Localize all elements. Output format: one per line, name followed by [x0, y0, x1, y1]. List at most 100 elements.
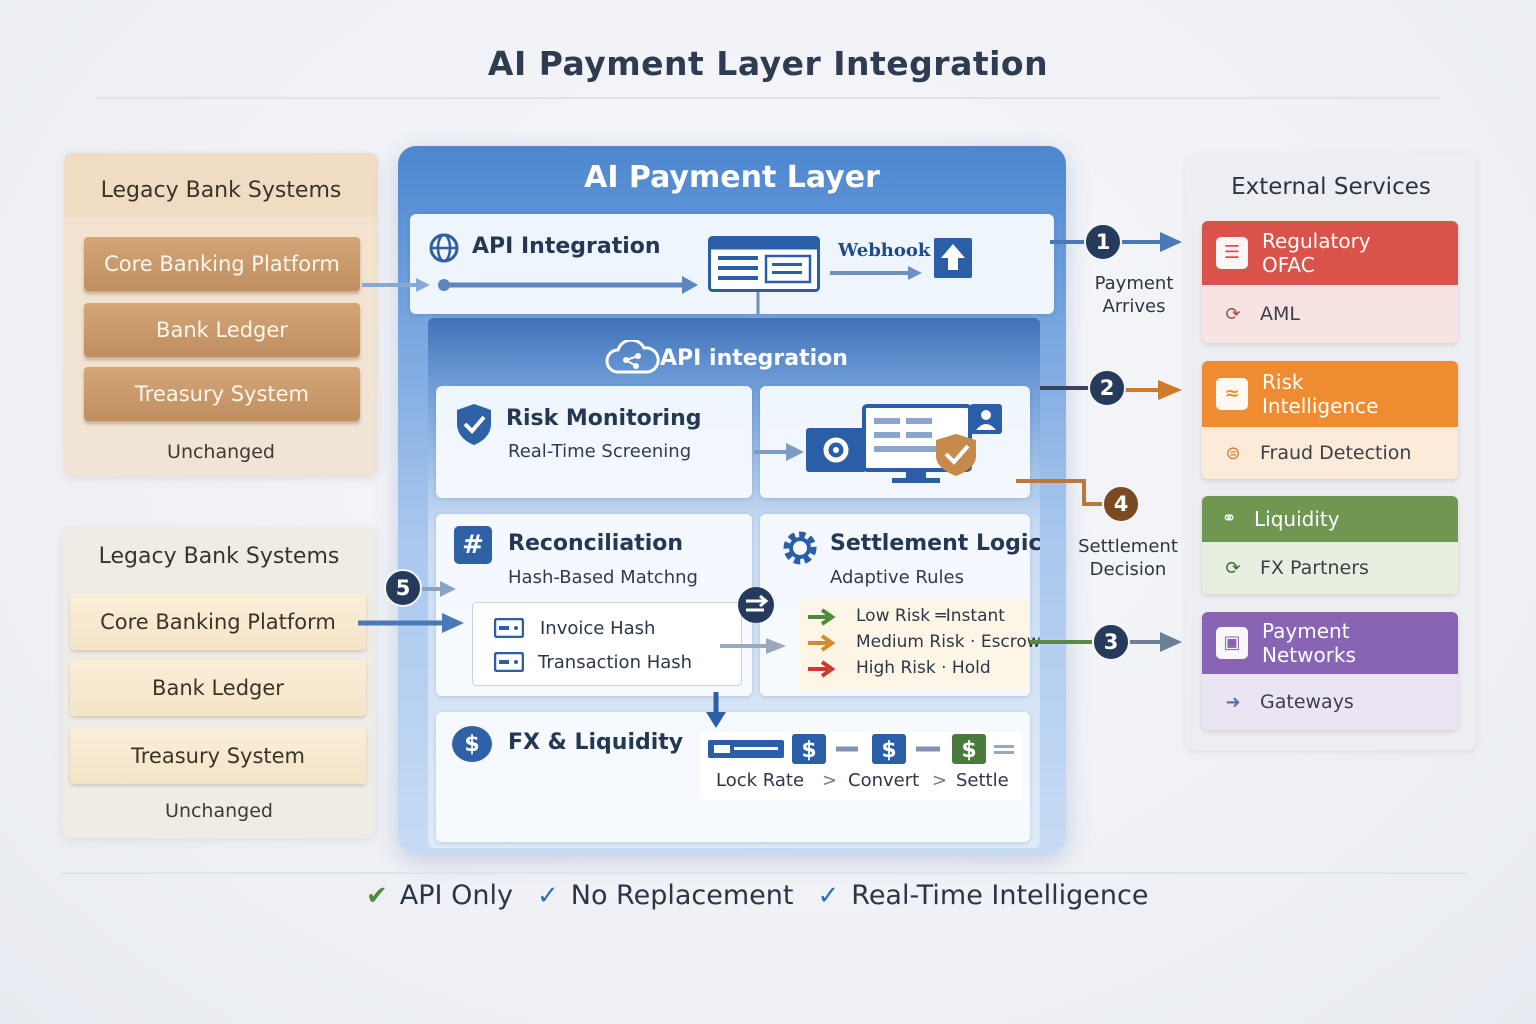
legacy-top-title: Legacy Bank Systems: [64, 153, 378, 217]
fx-step-sep-1: >: [822, 770, 838, 791]
step-badge-1: 1: [1084, 223, 1122, 261]
title-divider: [96, 97, 1440, 99]
arrow-recon-to-fx: [706, 692, 726, 728]
check-icon: ✔: [366, 880, 388, 911]
service-liquidity-sub: ⟳ FX Partners: [1202, 542, 1458, 594]
reconciliation-title: Reconciliation: [508, 531, 684, 556]
hash-list-box: [472, 602, 742, 686]
step-badge-2: 2: [1088, 369, 1126, 407]
feature-api-only: ✔ API Only: [366, 880, 513, 911]
risk-monitoring-title: Risk Monitoring: [506, 406, 702, 431]
inner-panel-title: API integration: [660, 346, 848, 371]
service-risk-intelligence[interactable]: ≈ Risk Intelligence ⊜ Fraud Detection: [1202, 361, 1458, 479]
service-risk-sub-label: Fraud Detection: [1260, 442, 1412, 464]
feature-no-replacement: ✓ No Replacement: [537, 880, 794, 911]
arrow-api-to-dashboard: [438, 276, 698, 294]
fraud-icon: ⊜: [1225, 442, 1241, 464]
reconciliation-subtitle: Hash-Based Matchng: [508, 567, 698, 588]
service-regulatory[interactable]: ☰ Regulatory OFAC ⟳ AML: [1202, 221, 1458, 343]
svg-text:$: $: [961, 738, 976, 763]
handshake-icon: ⚭: [1221, 508, 1237, 530]
ai-layer-title: AI Payment Layer: [584, 160, 880, 195]
arrow-step-5: [422, 581, 456, 597]
hash-icon: #: [454, 526, 492, 564]
legacy-top-treasury[interactable]: Treasury System: [84, 367, 360, 421]
high-risk-arrow-icon: [808, 660, 842, 682]
api-integration-title: API Integration: [472, 234, 661, 259]
legacy-bottom-core-banking[interactable]: Core Banking Platform: [70, 594, 366, 650]
external-services-title: External Services: [1231, 174, 1431, 200]
medium-risk-rule: Medium Risk · Escrow: [856, 632, 1041, 652]
arrow-risk-to-monitor: [754, 443, 804, 461]
fx-step-convert: Convert: [848, 770, 920, 791]
svg-text:$: $: [801, 738, 816, 763]
medium-risk-arrow-icon: [808, 634, 842, 656]
legacy-bottom-treasury[interactable]: Treasury System: [70, 728, 366, 784]
footer-divider: [62, 872, 1466, 874]
service-regulatory-label: Regulatory OFAC: [1262, 229, 1371, 277]
legacy-top-bank-ledger[interactable]: Bank Ledger: [84, 303, 360, 357]
service-regulatory-sub: ⟳ AML: [1202, 285, 1458, 343]
rules-box: [800, 600, 1030, 690]
monitor-gear-icon: [806, 404, 1006, 492]
risk-monitoring-card[interactable]: [436, 386, 752, 498]
check-icon: ✓: [536, 880, 559, 911]
legacy-panel-bottom: Legacy Bank Systems Core Banking Platfor…: [62, 528, 376, 838]
step-badge-3: 3: [1092, 623, 1130, 661]
service-risk-header: ≈ Risk Intelligence: [1202, 361, 1458, 427]
currency-exchange-icon: $: [452, 726, 492, 762]
service-liquidity-header: ⚭ Liquidity: [1202, 496, 1458, 542]
legacy-top-core-banking[interactable]: Core Banking Platform: [84, 237, 360, 291]
service-payment-networks[interactable]: ▣ Payment Networks ➜ Gateways: [1202, 612, 1458, 730]
feature-no-replacement-label: No Replacement: [570, 880, 794, 911]
service-regulatory-header: ☰ Regulatory OFAC: [1202, 221, 1458, 285]
service-payment-sub: ➜ Gateways: [1202, 674, 1458, 730]
fx-liquidity-title: FX & Liquidity: [508, 730, 684, 755]
service-risk-sub: ⊜ Fraud Detection: [1202, 427, 1458, 479]
gateway-icon: ➜: [1225, 691, 1241, 713]
svg-text:$: $: [881, 738, 896, 763]
exchange-icon: ⟳: [1225, 557, 1241, 579]
fx-step-lock-rate: Lock Rate: [716, 770, 805, 791]
legacy-top-status: Unchanged: [167, 441, 275, 463]
service-risk-label: Risk Intelligence: [1262, 370, 1379, 418]
arrow-step-4: [1016, 479, 1102, 506]
fx-flow-icons: $ $ $: [708, 734, 1020, 768]
legacy-panel-top: Legacy Bank Systems Core Banking Platfor…: [64, 153, 378, 477]
low-risk-rule: Low Risk ═Instant: [856, 606, 1005, 626]
document-icon: ☰: [1216, 237, 1248, 269]
globe-icon: [426, 232, 466, 268]
step-4-label: Settlement Decision: [1078, 536, 1178, 581]
arrow-step-1: [1050, 232, 1182, 252]
arrow-step-2: [1040, 380, 1182, 400]
footer-features: ✔ API Only ✓ No Replacement ✓ Real-Time …: [366, 880, 1149, 911]
sync-badge: [738, 587, 774, 623]
settlement-logic-subtitle: Adaptive Rules: [830, 567, 964, 588]
service-liquidity[interactable]: ⚭ Liquidity ⟳ FX Partners: [1202, 496, 1458, 594]
shield-check-icon: [454, 402, 494, 450]
risk-monitoring-subtitle: Real-Time Screening: [508, 441, 692, 462]
feature-real-time: ✓ Real-Time Intelligence: [817, 880, 1148, 911]
legacy-bottom-status: Unchanged: [165, 800, 273, 822]
feature-api-only-label: API Only: [399, 880, 513, 911]
feature-real-time-label: Real-Time Intelligence: [851, 880, 1149, 911]
network-icon: ▣: [1216, 627, 1248, 659]
arrow-legacy-top-to-api: [362, 278, 430, 292]
settlement-logic-title: Settlement Logic: [830, 531, 1042, 556]
service-liquidity-label: Liquidity: [1254, 507, 1340, 531]
invoice-hash-icon: [493, 617, 525, 642]
cloud-network-icon: [604, 338, 660, 382]
arrow-step-3: [1030, 632, 1182, 652]
service-payment-label: Payment Networks: [1262, 619, 1356, 667]
fx-step-settle: Settle: [956, 770, 1009, 791]
page-title: AI Payment Layer Integration: [487, 44, 1049, 83]
step-badge-5: 5: [384, 569, 422, 607]
gear-icon: [780, 528, 820, 572]
service-payment-sub-label: Gateways: [1260, 691, 1354, 713]
webhook-label: Webhook: [838, 240, 931, 261]
legacy-bottom-bank-ledger[interactable]: Bank Ledger: [70, 660, 366, 716]
service-liquidity-sub-label: FX Partners: [1260, 557, 1369, 579]
transaction-hash-icon: [493, 651, 525, 676]
legacy-bottom-title: Legacy Bank Systems: [98, 544, 340, 569]
